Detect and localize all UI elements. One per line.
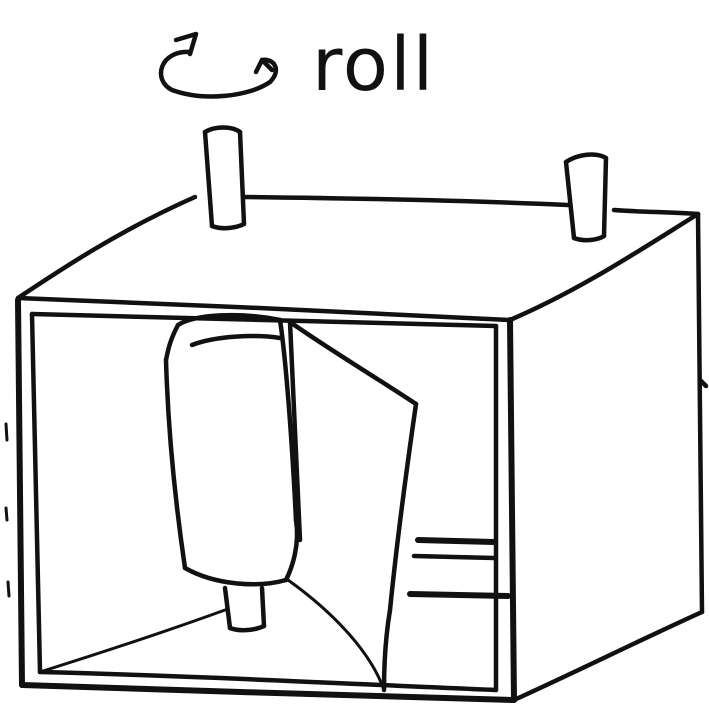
margin-marks xyxy=(6,424,9,596)
left-peg xyxy=(205,128,244,229)
curved-panel xyxy=(290,322,416,690)
box-right-face xyxy=(514,214,706,700)
cylinder xyxy=(166,315,297,584)
cylinder-stem xyxy=(225,588,264,630)
box-front-frame xyxy=(18,300,514,700)
roll-annotation: roll xyxy=(161,22,435,108)
right-peg xyxy=(566,155,606,241)
rotation-arrow-icon xyxy=(161,34,276,96)
slot-lines xyxy=(410,540,508,596)
roll-label: roll xyxy=(312,22,435,108)
box-top-face xyxy=(18,197,698,320)
